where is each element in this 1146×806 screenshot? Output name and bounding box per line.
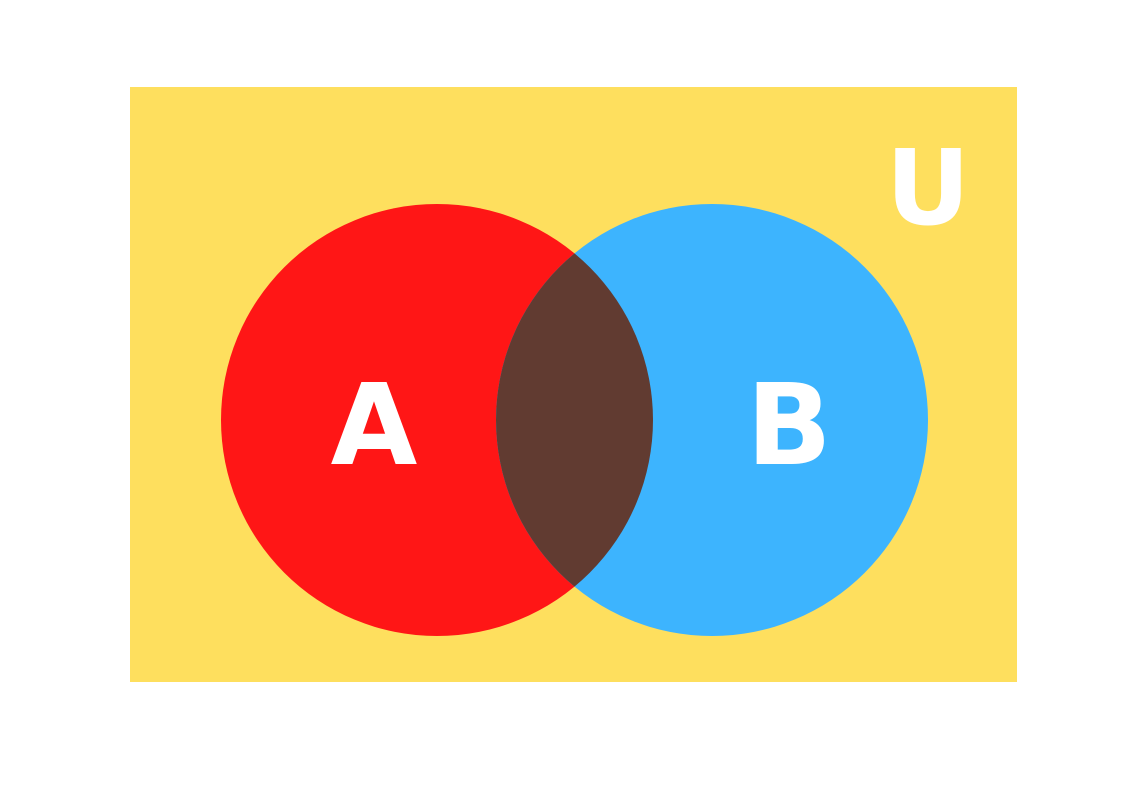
intersection-region <box>496 204 653 636</box>
universe-label: U <box>886 127 970 249</box>
set-b-label: B <box>746 361 831 491</box>
set-a-label: A <box>331 361 418 491</box>
